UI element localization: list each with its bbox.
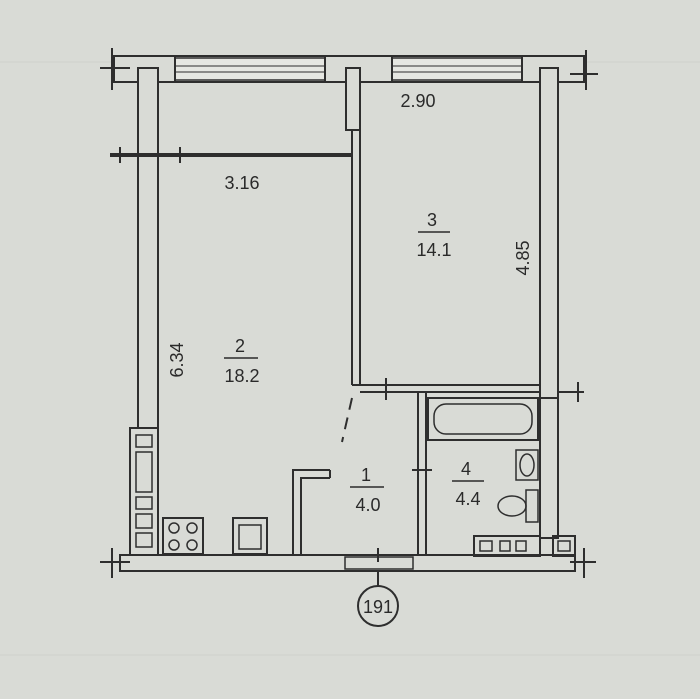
dimension-left-room-width: 3.16	[224, 173, 259, 193]
window-top-right	[391, 57, 523, 81]
room-4-number: 4	[461, 459, 471, 479]
room-2-area: 18.2	[224, 366, 259, 386]
window-top-left	[174, 57, 326, 81]
sink-icon	[232, 517, 268, 555]
apartment-number: 191	[363, 597, 393, 617]
room-4-area: 4.4	[455, 489, 480, 509]
bathroom-cabinets	[473, 535, 541, 557]
dimension-top: 2.90	[400, 91, 435, 111]
room-3-area: 14.1	[416, 240, 451, 260]
stove-icon	[162, 517, 204, 555]
interior-walls	[110, 67, 540, 562]
dimension-left-room-height: 6.34	[167, 342, 187, 377]
room-2-number: 2	[235, 336, 245, 356]
dimension-right-room-height: 4.85	[513, 240, 533, 275]
room-1-number: 1	[361, 465, 371, 485]
toilet-icon	[497, 489, 539, 523]
room-3-number: 3	[427, 210, 437, 230]
washbasin-icon	[515, 449, 539, 481]
room-1-area: 4.0	[355, 495, 380, 515]
outer-walls	[100, 48, 598, 578]
apartment-number-circle	[357, 585, 399, 627]
bathtub-icon	[427, 397, 539, 441]
